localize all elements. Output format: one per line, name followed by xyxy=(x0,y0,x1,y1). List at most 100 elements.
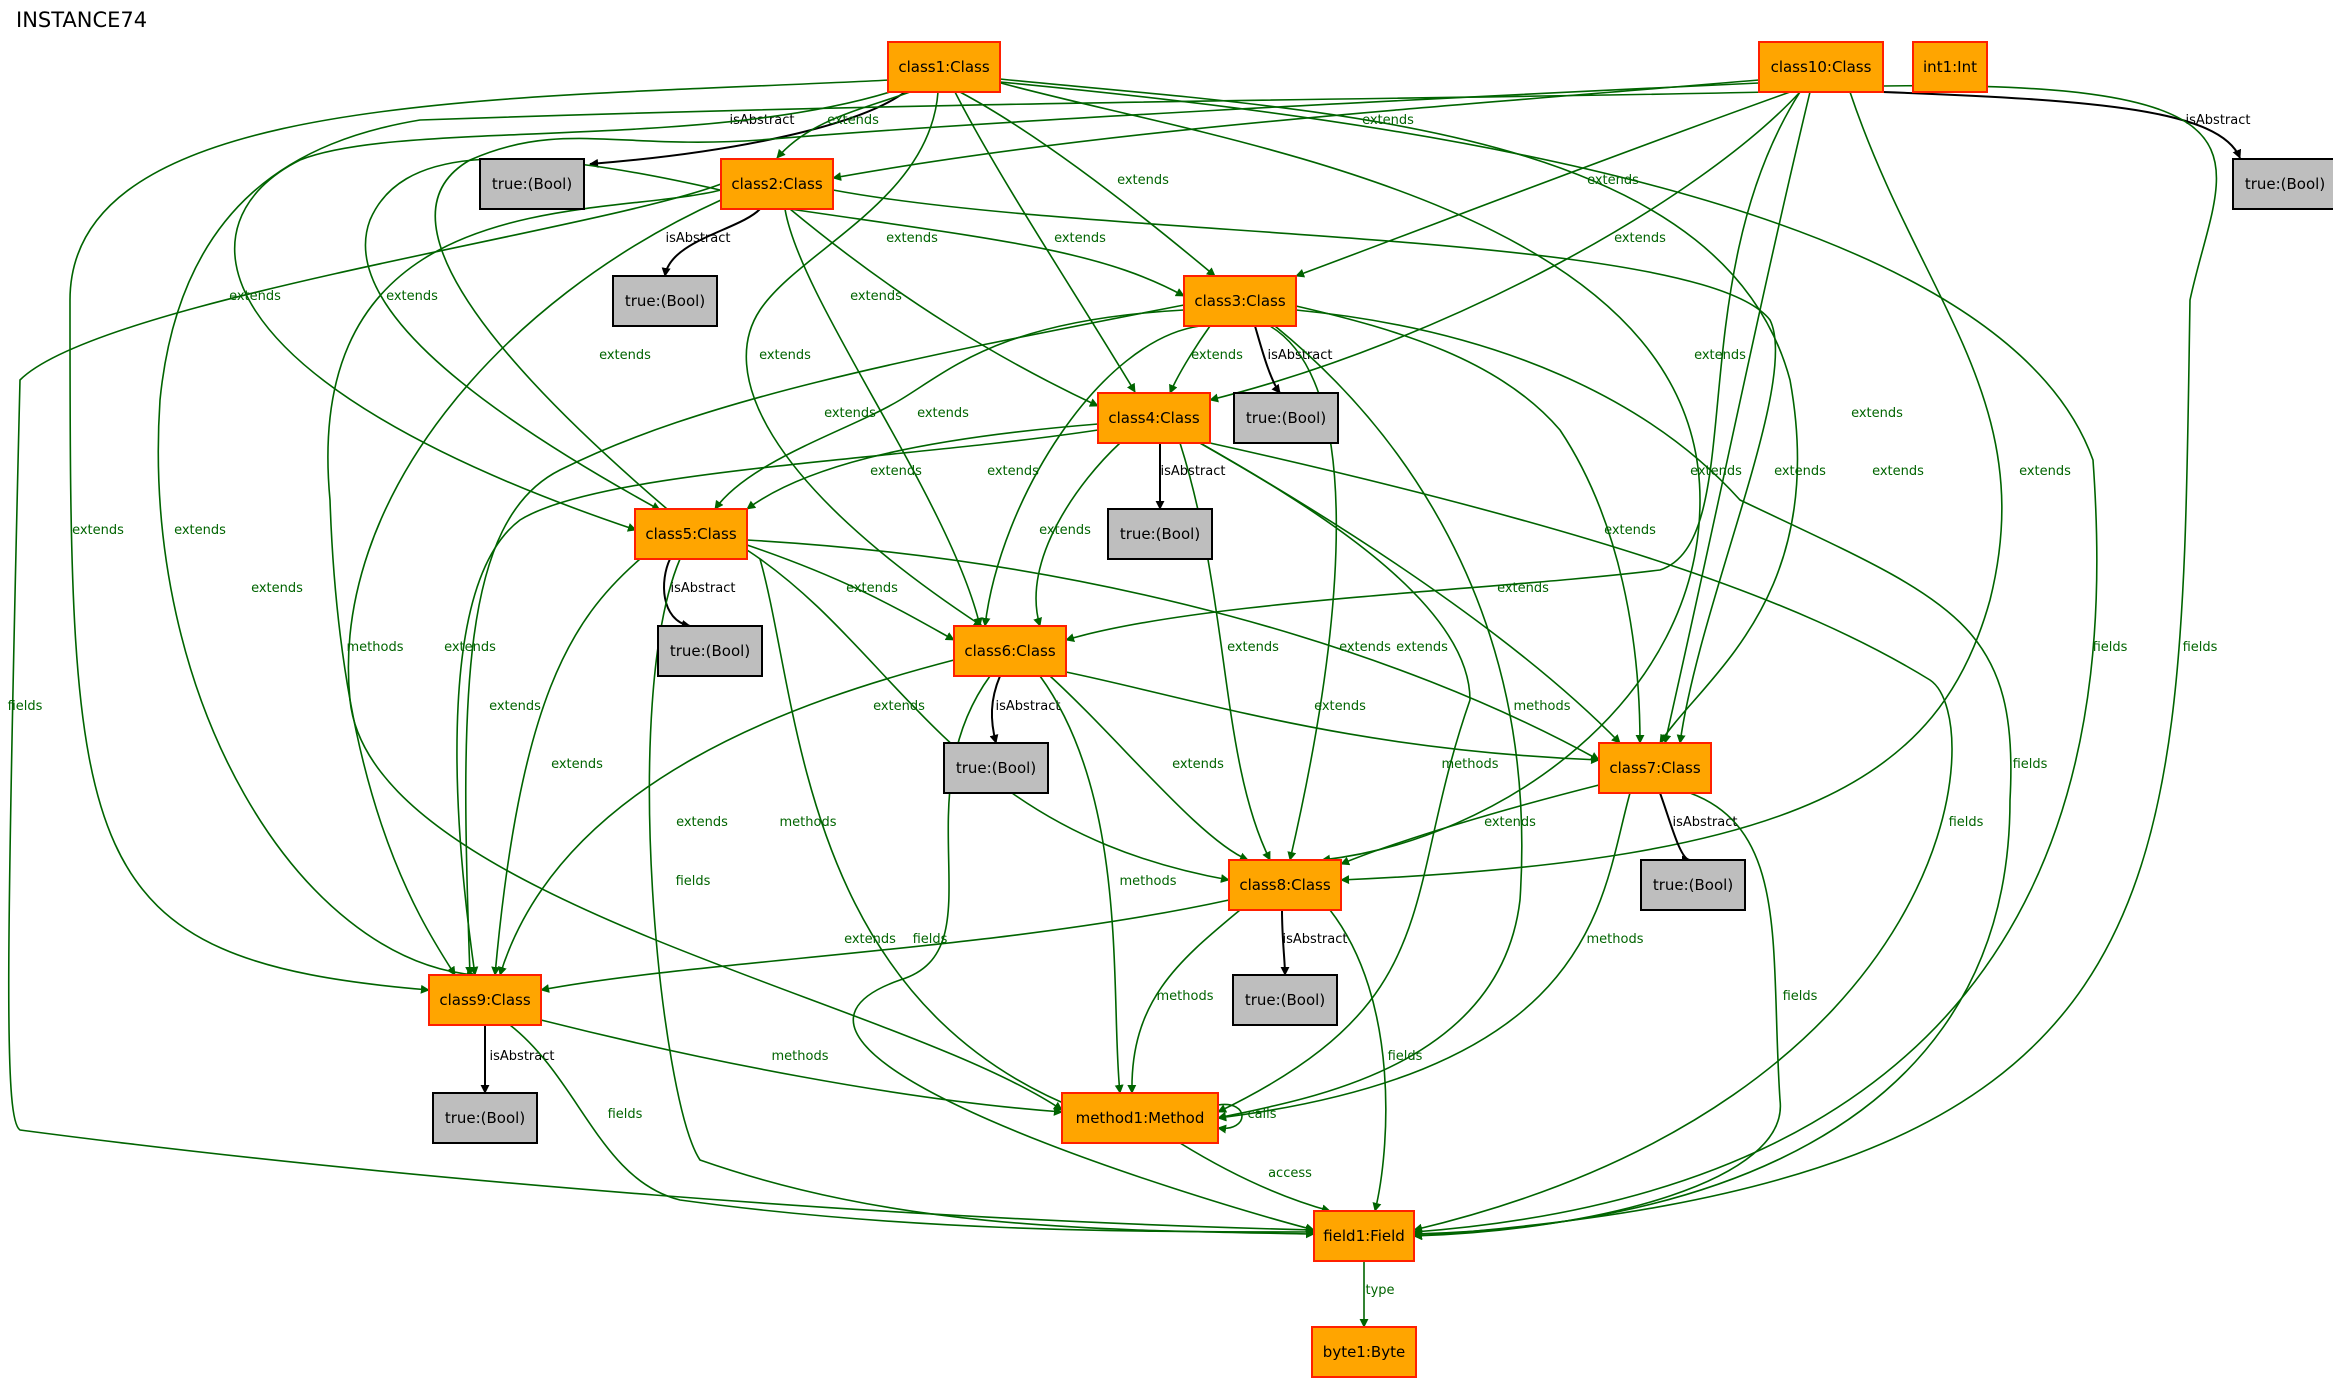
node-box xyxy=(720,158,834,210)
edge-label: isAbstract xyxy=(1161,464,1226,479)
edge-line xyxy=(456,429,1099,976)
node-bool4[interactable]: true:(Bool) xyxy=(1107,508,1213,560)
edge-class7-bool7-isAbstract: isAbstract xyxy=(1659,792,1737,865)
edge-line xyxy=(852,675,1315,1233)
node-bool7[interactable]: true:(Bool) xyxy=(1640,859,1746,911)
edge-class1-class9-extends: extends xyxy=(69,79,891,994)
node-class7[interactable]: class7:Class xyxy=(1598,742,1712,794)
node-label: true:(Bool) xyxy=(1245,991,1325,1009)
edge-line xyxy=(1295,91,1791,278)
edge-line xyxy=(347,199,1063,1111)
edge-class2-class6-extends: extends xyxy=(784,208,983,627)
edge-line xyxy=(1209,91,1801,403)
edge-label: extends xyxy=(827,113,879,128)
edge-line xyxy=(540,1019,1063,1116)
node-label: true:(Bool) xyxy=(1653,876,1733,894)
edge-line xyxy=(999,81,2098,1236)
node-bool10[interactable]: true:(Bool) xyxy=(2232,158,2333,210)
edge-class1-class8-extends: extends xyxy=(989,79,1742,864)
edge-label: isAbstract xyxy=(490,1049,555,1064)
node-int1[interactable]: int1:Int xyxy=(1912,41,1988,93)
edge-label: extends xyxy=(1117,173,1169,188)
edge-label: extends xyxy=(1054,231,1106,246)
node-bool6[interactable]: true:(Bool) xyxy=(943,742,1049,794)
edge-label: extends xyxy=(917,406,969,421)
edge-line xyxy=(364,157,721,511)
edge-line xyxy=(464,304,1185,976)
node-class1[interactable]: class1:Class xyxy=(887,41,1001,93)
node-box xyxy=(612,275,718,327)
edge-line xyxy=(1269,325,1338,861)
edge-line xyxy=(759,558,1081,1112)
node-box xyxy=(1233,392,1339,444)
edge-label: fields xyxy=(608,1107,643,1122)
edge-class1-class6-extends: extends xyxy=(745,91,983,627)
edge-label: extends xyxy=(1497,581,1549,596)
edge-line xyxy=(746,539,1600,761)
edge-class5-class6-extends: extends xyxy=(746,544,955,641)
node-field1[interactable]: field1:Field xyxy=(1313,1210,1415,1262)
edge-class3-field1-fields: fields xyxy=(1295,309,2048,1239)
node-method1[interactable]: method1:Method xyxy=(1061,1092,1219,1144)
edge-line xyxy=(714,309,1185,510)
edge-class6-bool6-isAbstract: isAbstract xyxy=(989,675,1060,744)
edge-field1-byte1-type: type xyxy=(1359,1260,1395,1328)
edge-class7-class8-extends: extends xyxy=(1340,784,1600,866)
edge-class9-method1-methods: methods xyxy=(540,1019,1063,1116)
node-class5[interactable]: class5:Class xyxy=(634,508,748,560)
node-label: class2:Class xyxy=(731,175,822,193)
edge-line xyxy=(989,77,1799,744)
node-bool5[interactable]: true:(Bool) xyxy=(657,625,763,677)
edge-label: fields xyxy=(1949,815,1984,830)
node-class10[interactable]: class10:Class xyxy=(1758,41,1884,93)
edge-line xyxy=(1039,675,1124,1094)
edge-label: extends xyxy=(1314,699,1366,714)
edge-line xyxy=(745,91,983,627)
edge-line xyxy=(1169,325,1211,394)
edge-class2-class3-extends: extends xyxy=(789,208,1185,297)
node-label: true:(Bool) xyxy=(492,175,572,193)
node-box xyxy=(943,742,1049,794)
node-bool3[interactable]: true:(Bool) xyxy=(1233,392,1339,444)
node-class6[interactable]: class6:Class xyxy=(953,625,1067,677)
edge-line xyxy=(789,208,1099,407)
node-box xyxy=(1311,1326,1417,1378)
edge-line xyxy=(1659,792,1691,865)
edge-label: extends xyxy=(987,464,1039,479)
node-class3[interactable]: class3:Class xyxy=(1183,275,1297,327)
edge-class3-method1-methods: methods xyxy=(1217,325,1571,1121)
edge-line xyxy=(1662,91,1811,744)
edge-class2-bool2-isAbstract: isAbstract xyxy=(661,208,761,277)
node-bool2[interactable]: true:(Bool) xyxy=(612,275,718,327)
node-box xyxy=(479,158,585,210)
node-label: true:(Bool) xyxy=(1120,525,1200,543)
edge-class9-field1-fields: fields xyxy=(509,1024,1315,1237)
node-box xyxy=(887,41,1001,93)
edge-label: fields xyxy=(2093,640,2128,655)
edge-label: extends xyxy=(444,640,496,655)
edge-label: extends xyxy=(2019,464,2071,479)
edge-line xyxy=(1280,909,1290,976)
edge-label: isAbstract xyxy=(2186,113,2251,128)
edge-line xyxy=(1179,442,1271,861)
node-box xyxy=(657,625,763,677)
edge-class1-class2-extends: extends xyxy=(776,91,911,159)
node-class4[interactable]: class4:Class xyxy=(1097,392,1211,444)
node-box xyxy=(2232,158,2333,210)
node-bool9[interactable]: true:(Bool) xyxy=(432,1092,538,1144)
node-bool1[interactable]: true:(Bool) xyxy=(479,158,585,210)
edge-class2-class5-extends: extends xyxy=(364,157,721,511)
edge-label: extends xyxy=(1872,464,1924,479)
node-class2[interactable]: class2:Class xyxy=(720,158,834,210)
node-bool8[interactable]: true:(Bool) xyxy=(1232,974,1338,1026)
edge-class7-method1-methods: methods xyxy=(1217,792,1644,1122)
node-class8[interactable]: class8:Class xyxy=(1228,859,1342,911)
edge-label: isAbstract xyxy=(666,231,731,246)
edge-class10-class3-extends: extends xyxy=(1295,91,1791,278)
node-byte1[interactable]: byte1:Byte xyxy=(1311,1326,1417,1378)
node-class9[interactable]: class9:Class xyxy=(428,974,542,1026)
edge-class4-class6-extends: extends xyxy=(1033,442,1121,627)
edge-class6-class9-extends: extends xyxy=(498,659,955,976)
edge-class10-class5-extends: extends xyxy=(386,82,1760,521)
